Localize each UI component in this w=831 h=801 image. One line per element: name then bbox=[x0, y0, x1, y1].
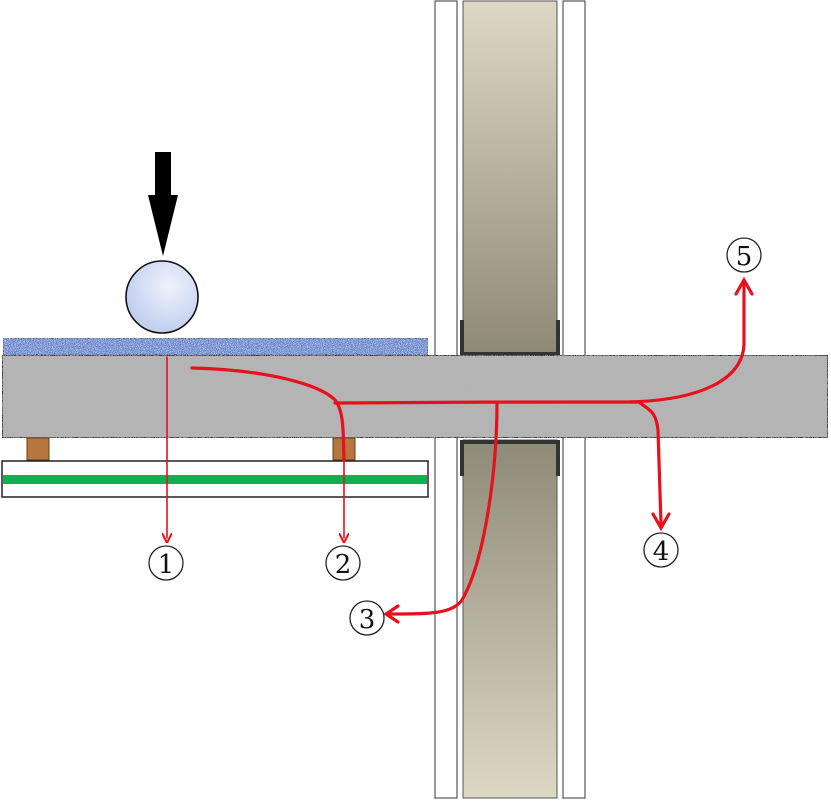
path-2 bbox=[190, 366, 346, 462]
flanking-main bbox=[333, 400, 642, 405]
ball-icon bbox=[125, 260, 199, 334]
upper-channel-bracket bbox=[460, 320, 560, 356]
wall-core-upper bbox=[462, 0, 558, 354]
floor-covering bbox=[2, 337, 429, 356]
marker-1-label: 1 bbox=[158, 550, 175, 580]
transmission-paths bbox=[167, 276, 754, 624]
path-4-head bbox=[651, 512, 671, 532]
down-arrow-icon bbox=[148, 152, 178, 256]
lower-channel-bracket bbox=[460, 440, 560, 476]
ceiling-green-layer bbox=[3, 475, 427, 484]
path-4 bbox=[638, 401, 663, 526]
marker-2: 2 bbox=[325, 545, 361, 581]
concrete-slab bbox=[1, 354, 829, 439]
marker-5-label: 5 bbox=[736, 242, 753, 272]
marker-5: 5 bbox=[726, 237, 762, 273]
marker-2-label: 2 bbox=[335, 550, 352, 580]
marker-3: 3 bbox=[349, 600, 385, 636]
wall-core-lower bbox=[462, 439, 558, 799]
ceiling-support-left bbox=[26, 437, 50, 461]
path-3-head bbox=[383, 604, 400, 624]
path-3 bbox=[386, 400, 499, 616]
path-5-head bbox=[734, 276, 754, 296]
marker-3-label: 3 bbox=[359, 605, 376, 635]
marker-4-label: 4 bbox=[653, 537, 670, 567]
marker-1: 1 bbox=[148, 545, 184, 581]
marker-4: 4 bbox=[643, 532, 679, 568]
path-5 bbox=[628, 280, 746, 404]
